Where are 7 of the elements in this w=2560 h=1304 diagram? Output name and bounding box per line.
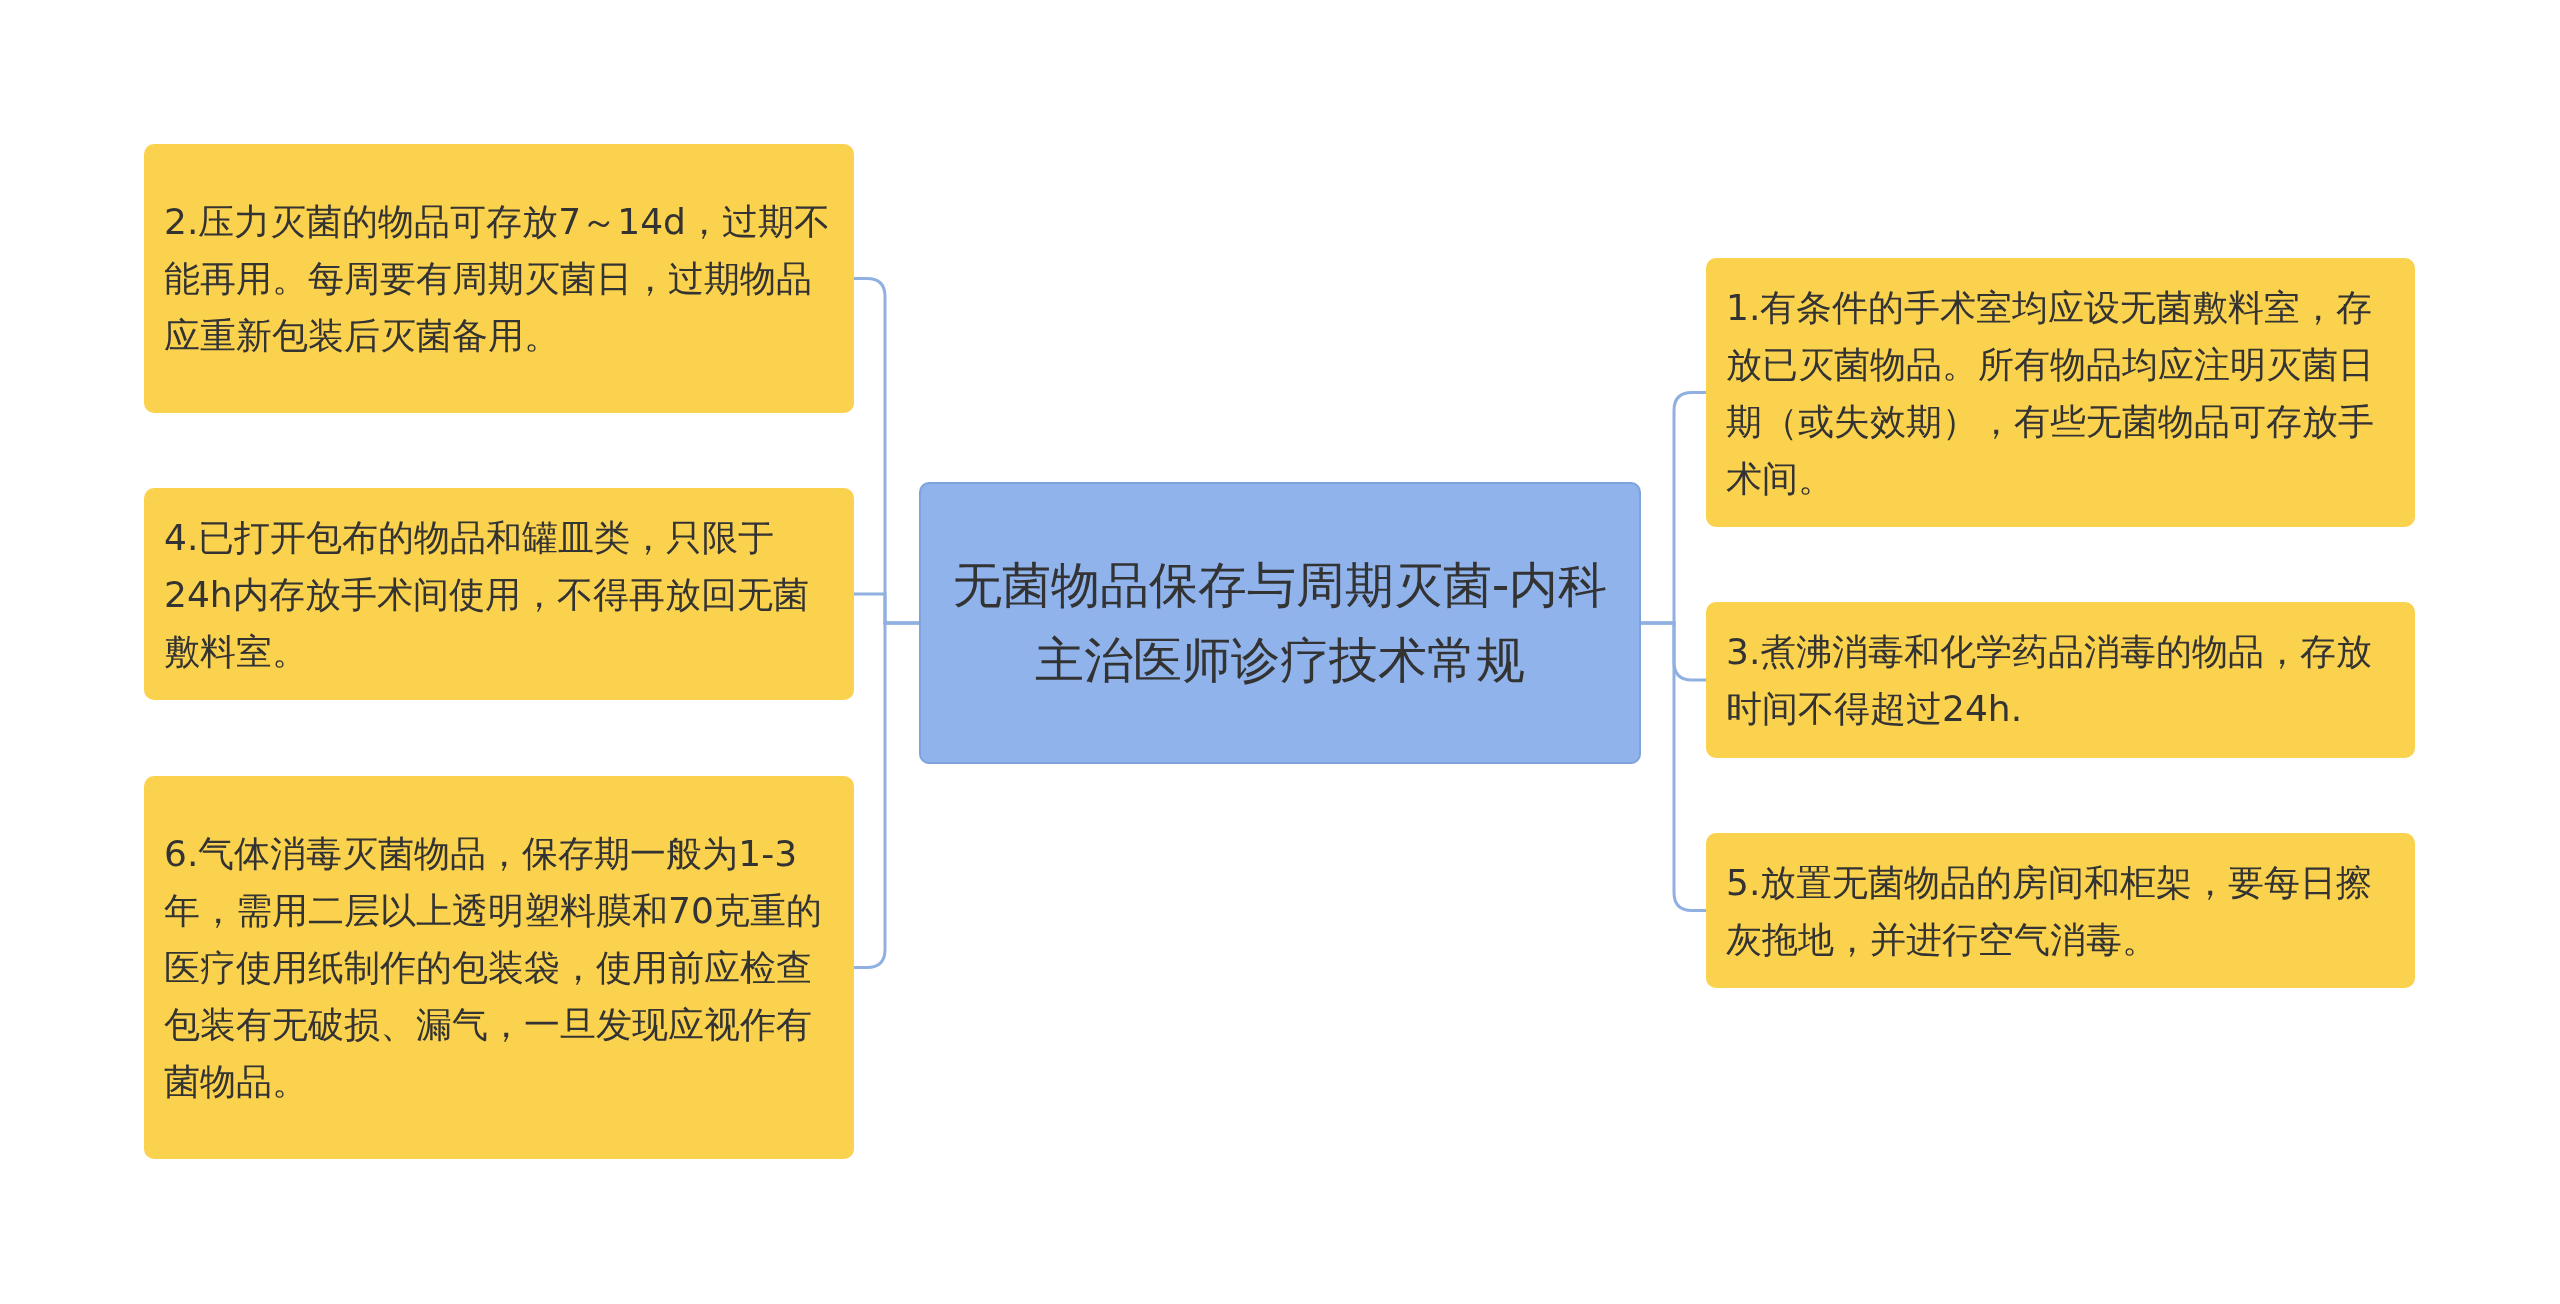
note-box: 6.气体消毒灭菌物品，保存期一般为1-3年，需用二层以上透明塑料膜和70克重的医疗使用纸制作的包装袋，使用前应检查包装有无破损、漏气，一旦发现应视作有菌物品。 [144, 776, 854, 1159]
note-box: 2.压力灭菌的物品可存放7～14d，过期不能再用。每周要有周期灭菌日，过期物品应重新包装后灭菌备用。 [144, 144, 854, 413]
note-box: 3.煮沸消毒和化学药品消毒的物品，存放时间不得超过24h. [1706, 602, 2415, 758]
topic-box: 无菌物品保存与周期灭菌-内科主治医师诊疗技术常规 [919, 482, 1641, 764]
note-box: 1.有条件的手术室均应设无菌敷料室，存放已灭菌物品。所有物品均应注明灭菌日期（或失效期），有些无菌物品可存放手术间。 [1706, 258, 2415, 527]
note-box: 4.已打开包布的物品和罐皿类，只限于24h内存放手术间使用，不得再放回无菌敷料室。 [144, 488, 854, 700]
note-box: 5.放置无菌物品的房间和柜架，要每日擦灰拖地，并进行空气消毒。 [1706, 833, 2415, 988]
